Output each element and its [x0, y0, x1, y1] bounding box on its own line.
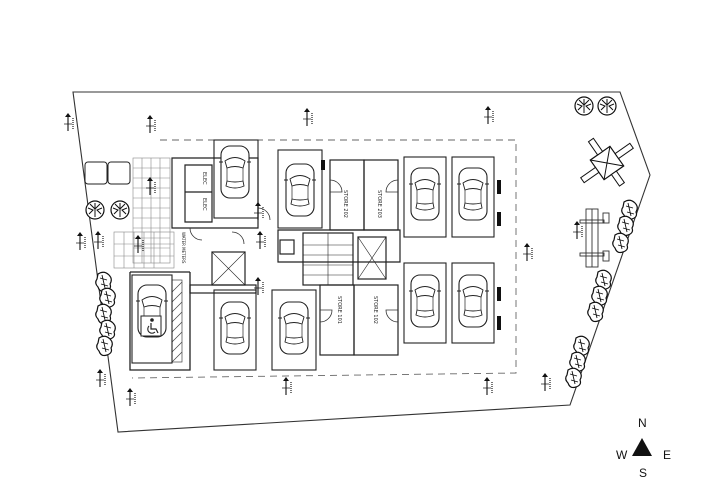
parking-bay — [213, 139, 259, 219]
car-icon — [218, 145, 252, 199]
level-marker — [540, 372, 551, 392]
car-icon — [408, 167, 442, 221]
level-marker — [253, 276, 264, 296]
north-arrow-icon — [632, 438, 652, 456]
car-icon — [218, 301, 252, 355]
compass-east: E — [663, 448, 672, 462]
parking-bay — [271, 289, 317, 371]
setback-line — [131, 139, 517, 379]
store-label: STORE 203 — [376, 190, 382, 218]
level-marker — [253, 201, 264, 221]
car-icon — [456, 167, 490, 221]
accessible-parking-icon — [140, 315, 162, 337]
level-marker — [63, 112, 74, 132]
level-marker — [93, 230, 104, 250]
tree-icon — [85, 200, 105, 220]
parking-bay — [403, 156, 447, 238]
level-marker — [255, 230, 266, 250]
room-label: ELEC — [201, 198, 207, 211]
parking-bay — [451, 156, 495, 238]
bench-icon — [579, 208, 610, 268]
parking-bay — [451, 262, 495, 344]
compass-west: W — [616, 448, 628, 462]
accessible-bay — [131, 274, 173, 364]
level-marker — [95, 368, 106, 388]
car-icon — [283, 163, 317, 217]
car-icon — [456, 274, 490, 328]
tree-icon — [110, 200, 130, 220]
room-label: WATER METERS — [181, 232, 186, 264]
parking-bay — [213, 289, 257, 371]
car-icon — [277, 301, 311, 355]
paved-area — [113, 157, 175, 269]
parking-bay — [277, 149, 323, 229]
level-marker — [482, 376, 493, 396]
level-marker — [572, 220, 583, 240]
car-icon — [408, 274, 442, 328]
compass-north: N — [638, 416, 647, 430]
store-unit — [353, 284, 399, 356]
level-marker — [522, 242, 533, 262]
bin — [107, 161, 131, 185]
level-marker — [483, 105, 494, 125]
site-boundary — [72, 91, 651, 433]
store-label: STORE 101 — [336, 296, 342, 324]
tree-icon — [574, 96, 594, 116]
level-marker — [125, 387, 136, 407]
room-label: ELEC — [201, 172, 207, 185]
store-unit — [363, 159, 399, 231]
level-marker — [75, 231, 86, 251]
bin — [84, 161, 108, 185]
playground-icon — [580, 137, 634, 187]
store-label: STORE 202 — [342, 190, 348, 218]
level-marker — [302, 107, 313, 127]
level-marker — [281, 376, 292, 396]
parking-bay — [403, 262, 447, 344]
level-marker — [145, 114, 156, 134]
hatch-wall — [171, 279, 183, 363]
tree-icon — [597, 96, 617, 116]
compass-south: S — [639, 466, 648, 480]
store-label: STORE 102 — [372, 296, 378, 324]
building — [129, 157, 401, 371]
level-marker — [145, 176, 156, 196]
